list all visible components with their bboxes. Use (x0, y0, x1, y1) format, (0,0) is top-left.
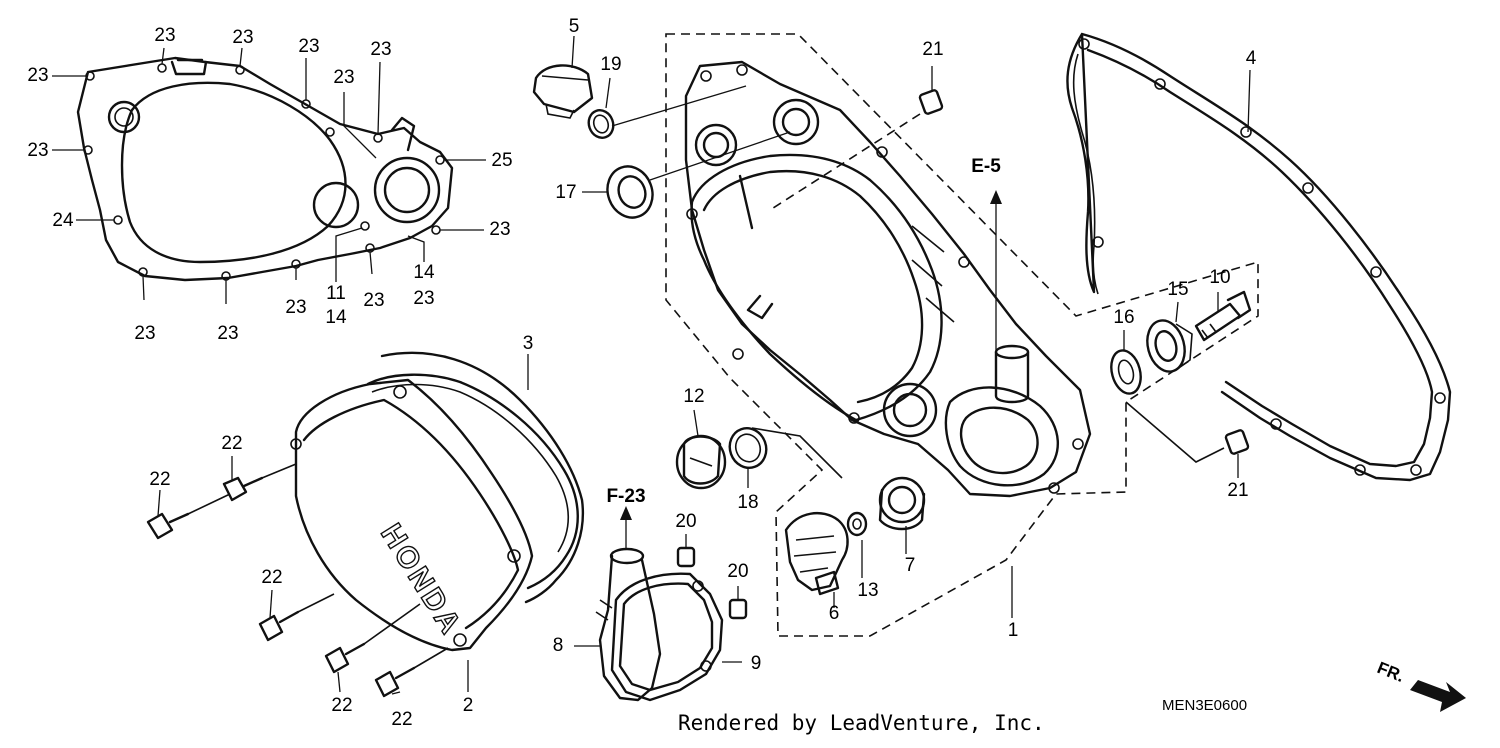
callout-7: 7 (905, 555, 916, 576)
ref-arrow-f23: F-23 (606, 486, 646, 548)
callout-3: 3 (523, 333, 534, 354)
callout-18: 18 (737, 492, 758, 513)
gasket-leader-lines (52, 47, 486, 304)
callout-13: 13 (857, 580, 878, 601)
callout-23: 23 (134, 323, 155, 344)
front-direction-indicator: FR. (1375, 658, 1466, 712)
callout-21: 21 (1227, 480, 1248, 501)
callout-17: 17 (555, 182, 576, 203)
water-pump-seal-part-7 (878, 476, 926, 554)
ref-label-f23: F-23 (606, 486, 645, 507)
ref-arrow-e5: E-5 (971, 156, 1002, 350)
gasket-part-24 (76, 56, 454, 282)
callout-22: 22 (261, 567, 282, 588)
direction-label: FR. (1375, 658, 1408, 686)
washer-part-13 (846, 511, 868, 578)
callout-23: 23 (217, 323, 238, 344)
arrow-right-icon (1410, 680, 1466, 712)
callout-21: 21 (922, 39, 943, 60)
callout-14: 14 (325, 307, 347, 328)
callout-15: 15 (1167, 279, 1188, 300)
ref-label-e5: E-5 (971, 156, 1001, 177)
callout-10: 10 (1209, 267, 1230, 288)
callout-22: 22 (149, 469, 170, 490)
callout-9: 9 (751, 653, 762, 674)
cover-bolts-part-22 (146, 456, 469, 698)
callout-23: 23 (413, 288, 434, 309)
callout-19: 19 (600, 54, 621, 75)
water-pipe-part-8 (574, 547, 662, 702)
plug-part-12 (675, 409, 727, 490)
callout-16: 16 (1113, 307, 1134, 328)
callout-12: 12 (683, 386, 704, 407)
callout-23: 23 (298, 36, 319, 57)
credit-line: Rendered by LeadVenture, Inc. (678, 711, 1045, 735)
callout-22: 22 (331, 695, 352, 716)
o-ring-part-18 (728, 427, 843, 488)
o-ring-part-19 (587, 77, 747, 139)
water-pump-cover-part-9 (610, 572, 742, 702)
gasket-4-bolt-holes (1078, 38, 1446, 476)
crankcase-cover-part-1 (684, 60, 1092, 498)
oil-filler-cap-part-5 (532, 35, 594, 119)
callout-14: 14 (413, 262, 435, 283)
gasket-bolt-holes (83, 63, 445, 281)
callout-labels: 23 23 23 23 23 23 23 25 24 23 11 14 23 1… (27, 16, 1256, 730)
callout-2: 2 (463, 695, 474, 716)
callout-11: 11 (326, 283, 346, 304)
callout-23: 23 (285, 297, 306, 318)
callout-20: 20 (727, 561, 748, 582)
callout-23: 23 (363, 290, 384, 311)
gasket-part-4 (1066, 32, 1452, 482)
cover-gasket-part-3 (380, 351, 584, 604)
bearing-part-15 (1146, 301, 1193, 373)
callout-24: 24 (52, 210, 74, 231)
callout-5: 5 (569, 16, 580, 37)
callout-8: 8 (553, 635, 564, 656)
callout-1: 1 (1008, 620, 1019, 641)
callout-23: 23 (333, 67, 354, 88)
dowel-pin-part-21-top (769, 66, 944, 211)
dowel-pin-part-21-bottom (1125, 401, 1250, 478)
shaft-part-10 (1194, 290, 1252, 342)
diagram-code: MEN3E0600 (1162, 697, 1247, 714)
callout-23: 23 (489, 219, 510, 240)
impeller-part-6 (784, 512, 849, 608)
callout-23: 23 (370, 39, 391, 60)
callout-4: 4 (1246, 48, 1257, 69)
callout-22: 22 (391, 709, 412, 730)
oil-seal-part-16 (1110, 330, 1142, 395)
dowel-pins-part-20 (676, 534, 748, 620)
callout-23: 23 (27, 140, 48, 161)
callout-23: 23 (27, 65, 48, 86)
callout-23: 23 (154, 25, 175, 46)
callout-22: 22 (221, 433, 242, 454)
callout-23: 23 (232, 27, 253, 48)
callout-25: 25 (491, 150, 512, 171)
callout-20: 20 (675, 511, 696, 532)
cover-bolt-holes (686, 64, 1084, 494)
callout-6: 6 (829, 603, 840, 624)
cover-assembly-boundary (665, 33, 1259, 637)
